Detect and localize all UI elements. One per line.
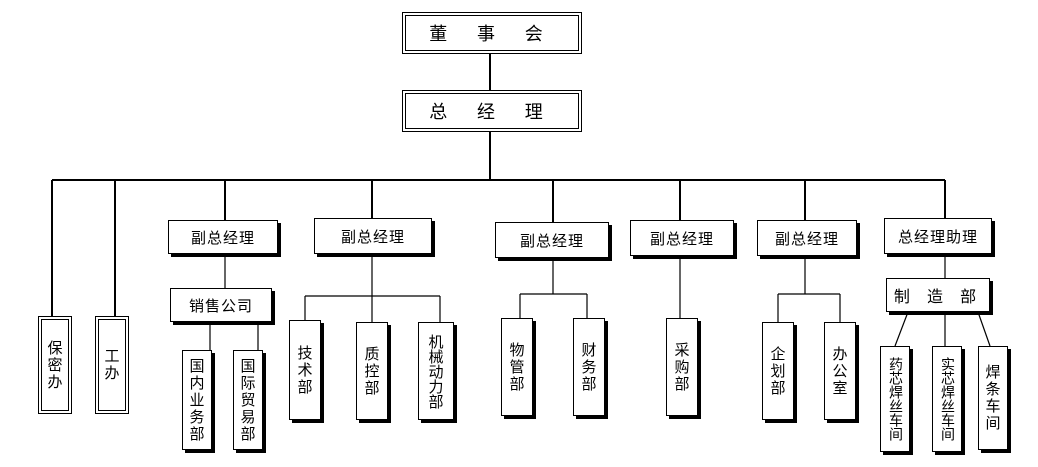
unit-label: 保密办 [45, 339, 64, 391]
dept-box-mech: 机械动力部 [418, 322, 454, 420]
dept-label: 企划部 [768, 345, 787, 397]
vp-label: 副总经理 [340, 227, 405, 246]
dept-box-tech: 技术部 [289, 320, 321, 420]
dept-label: 财务部 [579, 341, 598, 393]
vp-box-5: 副总经理 [757, 220, 857, 256]
general-manager-box: 总 经 理 [402, 90, 582, 132]
dept-box-qc: 质控部 [356, 322, 388, 420]
vp-box-4: 副总经理 [630, 220, 734, 256]
manufacturing-label: 制 造 部 [893, 287, 983, 306]
vp-label: 副总经理 [649, 229, 714, 248]
dept-label: 物管部 [507, 341, 526, 393]
workshop-label: 焊条车间 [983, 364, 1002, 432]
workshop-box-solid: 实芯焊丝车间 [932, 346, 962, 452]
unit-label: 工办 [102, 348, 121, 382]
vp-label: 副总经理 [519, 231, 584, 250]
dept-box-domestic: 国内业务部 [182, 350, 212, 450]
vp-label: 副总经理 [190, 228, 255, 247]
vp-box-3: 副总经理 [495, 222, 609, 258]
unit-box-labor: 工办 [95, 316, 129, 414]
board-label: 董 事 会 [429, 24, 555, 45]
dept-box-materials: 物管部 [501, 318, 533, 416]
dept-label: 国内业务部 [187, 357, 206, 443]
dept-box-planning: 企划部 [762, 322, 794, 420]
vp-box-1: 副总经理 [168, 220, 278, 254]
dept-label: 质控部 [362, 345, 381, 397]
general-manager-label: 总 经 理 [429, 102, 555, 123]
manufacturing-box: 制 造 部 [886, 278, 990, 312]
board-box: 董 事 会 [402, 12, 582, 54]
dept-box-office: 办公室 [824, 322, 856, 420]
sales-company-box: 销售公司 [170, 288, 272, 322]
workshop-box-electrode: 焊条车间 [978, 346, 1008, 450]
unit-box-secrecy: 保密办 [38, 316, 72, 414]
dept-label: 办公室 [830, 345, 849, 397]
workshop-box-flux-cored: 药芯焊丝车间 [880, 346, 910, 452]
sales-company-label: 销售公司 [188, 296, 253, 315]
dept-label: 机械动力部 [426, 333, 445, 409]
gm-assistant-box: 总经理助理 [884, 218, 992, 254]
dept-box-international: 国际贸易部 [233, 350, 263, 450]
dept-box-finance: 财务部 [573, 318, 605, 416]
dept-label: 技术部 [295, 344, 314, 396]
dept-label: 采购部 [672, 341, 691, 393]
workshop-label: 实芯焊丝车间 [939, 357, 955, 441]
dept-box-purchasing: 采购部 [666, 318, 698, 416]
vp-box-2: 副总经理 [314, 218, 432, 254]
workshop-label: 药芯焊丝车间 [887, 357, 903, 441]
vp-label: 总经理助理 [897, 227, 978, 246]
vp-label: 副总经理 [774, 229, 839, 248]
dept-label: 国际贸易部 [238, 357, 257, 443]
